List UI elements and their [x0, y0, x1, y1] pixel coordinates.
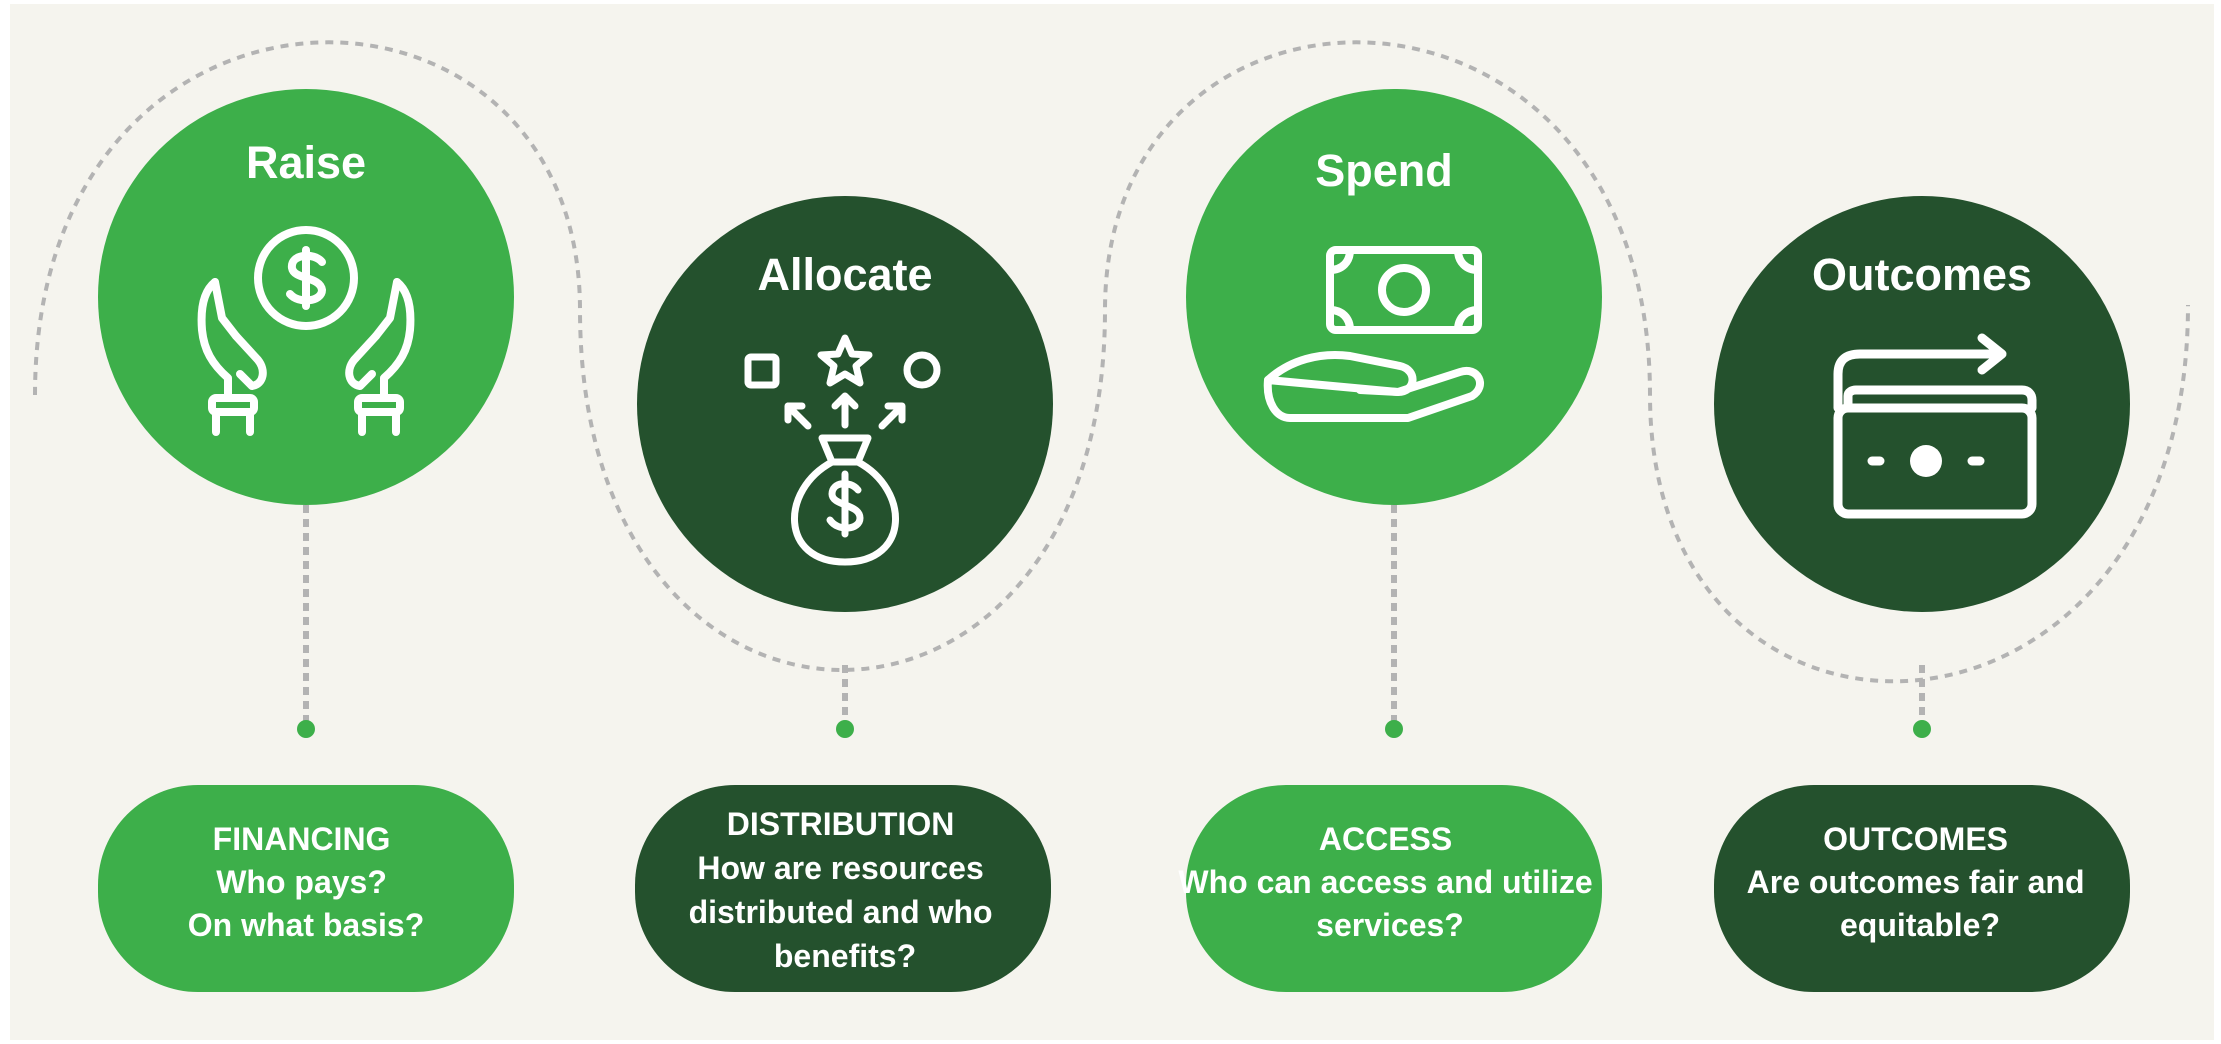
raise-box-heading: FINANCING — [213, 821, 391, 857]
allocate-box-text: DISTRIBUTION How are resources distribut… — [689, 806, 1002, 974]
spend-box-text: ACCESS Who can access and utilize servic… — [1178, 821, 1601, 943]
hands-holding-coin-icon — [197, 226, 415, 436]
allocate-box-line: distributed and who — [689, 894, 993, 930]
spend-box — [1186, 785, 1602, 992]
stage-raise: Raise FINANCING Who p — [98, 89, 514, 992]
hand-with-banknote-icon — [1263, 246, 1484, 422]
raise-box-line: Who pays? — [216, 864, 387, 900]
stem-dot-allocate — [836, 720, 854, 738]
stage-allocate: Allocate DISTRIBUTION How are resources … — [635, 196, 1053, 992]
allocate-box-line: How are resources — [697, 850, 983, 886]
allocate-box-heading: DISTRIBUTION — [727, 806, 955, 842]
spend-circle — [1186, 89, 1602, 505]
raise-title: Raise — [246, 137, 366, 188]
allocate-box-line: benefits? — [774, 938, 916, 974]
outcomes-box-line: Are outcomes fair and — [1747, 864, 2085, 900]
stem-dot-outcomes — [1913, 720, 1931, 738]
raise-box — [98, 785, 514, 992]
stage-spend: Spend ACCESS Who can access and utilize … — [1178, 89, 1602, 992]
outcomes-box-heading: OUTCOMES — [1823, 821, 2008, 857]
raise-box-text: FINANCING Who pays? On what basis? — [188, 821, 424, 943]
outcomes-title: Outcomes — [1812, 249, 2032, 300]
allocate-box — [635, 785, 1051, 992]
banknote-return-arrow-icon — [1833, 333, 2037, 519]
money-bag-distribution-icon — [744, 334, 941, 566]
outcomes-box-text: OUTCOMES Are outcomes fair and equitable… — [1747, 821, 2094, 943]
outcomes-box-line: equitable? — [1840, 907, 2000, 943]
allocate-title: Allocate — [757, 249, 932, 300]
outcomes-box — [1714, 785, 2130, 992]
dashed-wave-connector — [33, 40, 2190, 684]
stage-outcomes: Outcomes OUTCOMES Are outcomes fair and … — [1714, 196, 2130, 992]
spend-title: Spend — [1315, 145, 1453, 196]
stem-dot-raise — [297, 720, 315, 738]
spend-box-line: services? — [1316, 907, 1464, 943]
raise-box-line: On what basis? — [188, 907, 424, 943]
stem-dot-spend — [1385, 720, 1403, 738]
spend-box-line: Who can access and utilize — [1178, 864, 1592, 900]
spend-box-heading: ACCESS — [1319, 821, 1452, 857]
